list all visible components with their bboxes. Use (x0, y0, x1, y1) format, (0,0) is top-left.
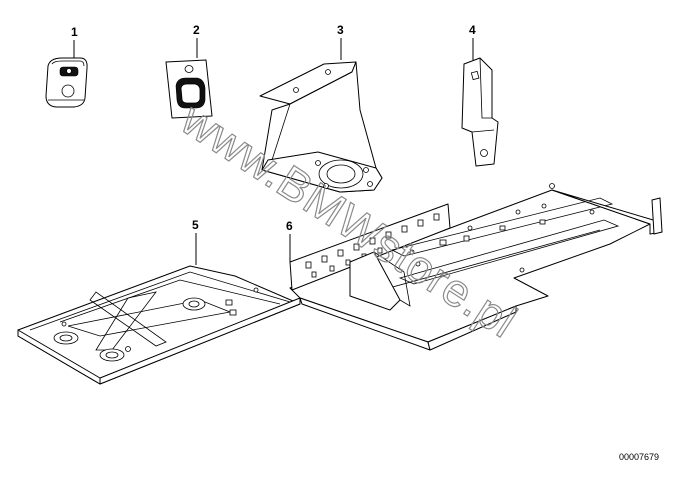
callout-5: 5 (192, 218, 199, 232)
part-4-angle-bracket[interactable]: 4 (461, 23, 499, 167)
callout-4: 4 (469, 23, 476, 37)
part-3-bracket[interactable]: 3 (259, 23, 383, 193)
part-6-support-frame[interactable]: 6 (286, 183, 663, 351)
part-5-floor-tray[interactable]: 5 (17, 218, 301, 385)
callout-6: 6 (286, 219, 293, 233)
callout-1: 1 (71, 25, 78, 39)
part-1-key-fob[interactable]: 1 (45, 25, 88, 108)
callout-3: 3 (337, 23, 344, 37)
part-2-gasket[interactable]: 2 (165, 23, 213, 119)
diagram-id: 00007679 (619, 452, 659, 462)
callout-2: 2 (193, 23, 200, 37)
